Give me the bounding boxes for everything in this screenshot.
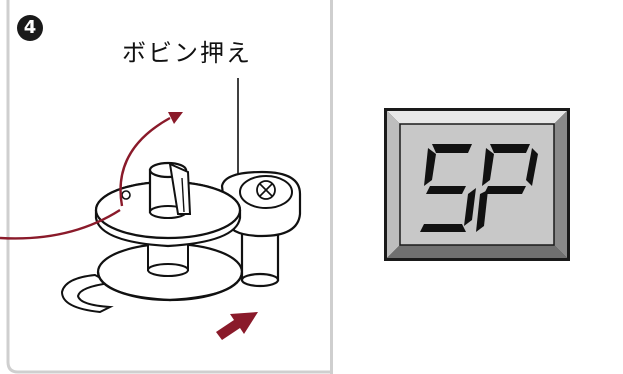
panel-divider bbox=[330, 0, 333, 374]
left-panel: 4 ボビン押え bbox=[0, 0, 330, 374]
lcd-digit-s bbox=[420, 144, 476, 232]
thread-up-path bbox=[119, 116, 171, 207]
step-number-badge: 4 bbox=[17, 15, 43, 41]
lcd-display: SP bbox=[384, 108, 570, 261]
bobbin-presser-label: ボビン押え bbox=[122, 39, 252, 67]
base-plate bbox=[60, 273, 114, 314]
thread-up-arrow-icon bbox=[168, 112, 183, 124]
bobbin-thread-hole bbox=[121, 190, 131, 200]
bobbin-presser-post bbox=[240, 230, 280, 282]
thread-in-path bbox=[0, 208, 121, 240]
lcd-display-graphic: SP bbox=[384, 108, 570, 261]
push-arrow-icon bbox=[216, 312, 258, 340]
bobbin-winder-illustration bbox=[0, 0, 330, 374]
lcd-digit-p bbox=[476, 144, 538, 232]
panel-border bbox=[6, 0, 330, 374]
